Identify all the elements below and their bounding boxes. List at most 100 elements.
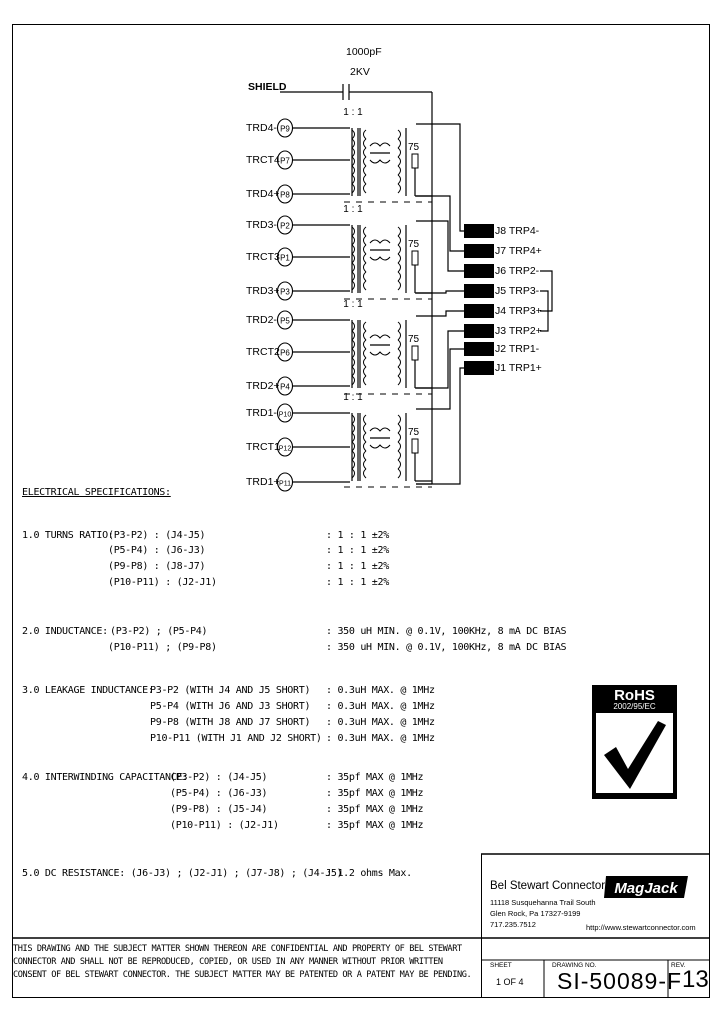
pin-circle	[276, 376, 294, 396]
output-winding	[397, 375, 401, 386]
pin-number: P1	[280, 254, 290, 263]
turns-pair: (P9-P8) : (J8-J7)	[108, 561, 206, 572]
pin-signal-label: TRD1+	[246, 476, 280, 488]
output-wire	[416, 367, 464, 485]
secondary-winding	[363, 280, 367, 291]
turns-ratio-text: 1 : 1	[343, 107, 363, 118]
primary-winding	[351, 348, 355, 359]
primary-winding	[351, 423, 355, 434]
output-winding	[397, 183, 401, 194]
pin-circle	[276, 215, 294, 235]
secondary-winding	[363, 271, 367, 282]
output-wire	[416, 290, 464, 294]
jack-pin-label: J8 TRP4-	[495, 225, 540, 237]
output-wire	[416, 310, 464, 317]
capacitance-label: 4.0 INTERWINDING CAPACITANCE:	[22, 772, 188, 783]
choke-winding	[369, 159, 391, 164]
output-winding	[397, 468, 401, 479]
secondary-winding	[363, 330, 367, 341]
output-wire	[416, 123, 464, 232]
jack-pin-box	[464, 304, 494, 318]
pin-circle	[276, 310, 294, 330]
pin-circle	[276, 472, 294, 492]
primary-winding	[351, 432, 355, 443]
capacitance-pair: (P3-P2) : (J4-J5)	[170, 772, 268, 783]
jack-pin-box	[464, 224, 494, 238]
primary-winding	[351, 339, 355, 350]
output-winding	[397, 262, 401, 273]
capacitance-value: : 35pf MAX @ 1MHz	[326, 788, 424, 799]
output-wire	[416, 348, 464, 410]
primary-winding	[351, 226, 355, 237]
primary-winding	[351, 156, 355, 167]
output-winding	[397, 138, 401, 149]
secondary-winding	[363, 357, 367, 368]
output-winding	[397, 432, 401, 443]
secondary-winding	[363, 366, 367, 377]
rohs-title: RoHS	[614, 687, 655, 704]
output-winding	[397, 226, 401, 237]
revision-label: REV.	[671, 962, 686, 969]
pin-circle	[276, 281, 294, 301]
pin-circle	[276, 150, 294, 170]
sheet-value: 1 OF 4	[496, 977, 524, 987]
output-winding	[397, 348, 401, 359]
jack-pin-box	[464, 264, 494, 278]
primary-winding	[351, 450, 355, 461]
turns-ratio-text: 1 : 1	[343, 392, 363, 403]
secondary-winding	[363, 253, 367, 264]
jack-pin-label: J6 TRP2-	[495, 265, 540, 277]
capacitance-pair: (P5-P4) : (J6-J3)	[170, 788, 268, 799]
drawing-number: SI-50089-F	[557, 968, 683, 994]
company-url[interactable]: http://www.stewartconnector.com	[586, 923, 696, 932]
leakage-pair: P5-P4 (WITH J6 AND J3 SHORT)	[150, 701, 311, 712]
jack-bridge	[540, 270, 553, 312]
jack-pin-label: J5 TRP3-	[495, 285, 540, 297]
jack-pin-box	[464, 324, 494, 338]
resistor-value: 75	[408, 427, 420, 438]
pin-circle	[276, 247, 294, 267]
resistor-value: 75	[408, 239, 420, 250]
jack-pin-box	[464, 361, 494, 375]
jack-pin-box	[464, 244, 494, 258]
primary-winding	[351, 138, 355, 149]
pin-number: P6	[280, 349, 290, 358]
turns-value: : 1 : 1 ±2%	[326, 545, 389, 556]
output-winding	[397, 147, 401, 158]
rohs-badge: RoHS 2002/95/EC	[592, 685, 677, 799]
primary-winding	[351, 414, 355, 425]
primary-winding	[351, 366, 355, 377]
jack-pin-label: J7 TRP4+	[495, 245, 542, 257]
leakage-value: : 0.3uH MAX. @ 1MHz	[326, 717, 435, 728]
checkmark-icon	[596, 713, 673, 793]
turns-value: : 1 : 1 ±2%	[326, 577, 389, 588]
leakage-pair: P3-P2 (WITH J4 AND J5 SHORT)	[150, 685, 311, 696]
secondary-winding	[363, 235, 367, 246]
leakage-value: : 0.3uH MAX. @ 1MHz	[326, 733, 435, 744]
output-winding	[397, 165, 401, 176]
company-address-2: Glen Rock, Pa 17327-9199	[490, 909, 581, 918]
jack-pin-label: J2 TRP1-	[495, 343, 540, 355]
pin-signal-label: TRD2+	[246, 380, 280, 392]
secondary-winding	[363, 262, 367, 273]
capacitor-voltage: 2KV	[350, 66, 370, 78]
primary-winding	[351, 244, 355, 255]
choke-winding	[369, 256, 391, 261]
choke-winding	[369, 427, 391, 432]
pin-number: P8	[280, 191, 290, 200]
pin-number: P2	[280, 222, 290, 231]
output-winding	[397, 441, 401, 452]
pin-number: P7	[280, 157, 290, 166]
secondary-winding	[363, 441, 367, 452]
title-block	[481, 854, 711, 998]
jack-pin-label: J4 TRP3+	[495, 305, 542, 317]
output-winding	[397, 459, 401, 470]
magjack-logo-text: MagJack	[614, 880, 678, 897]
pin-signal-label: TRD1-	[246, 407, 277, 419]
pin-number: P10	[279, 412, 292, 419]
confidentiality-notice: THIS DRAWING AND THE SUBJECT MATTER SHOW…	[13, 944, 472, 980]
capacitor-value: 1000pF	[346, 46, 382, 58]
drawing-sheet-border	[12, 24, 710, 998]
output-winding	[397, 450, 401, 461]
